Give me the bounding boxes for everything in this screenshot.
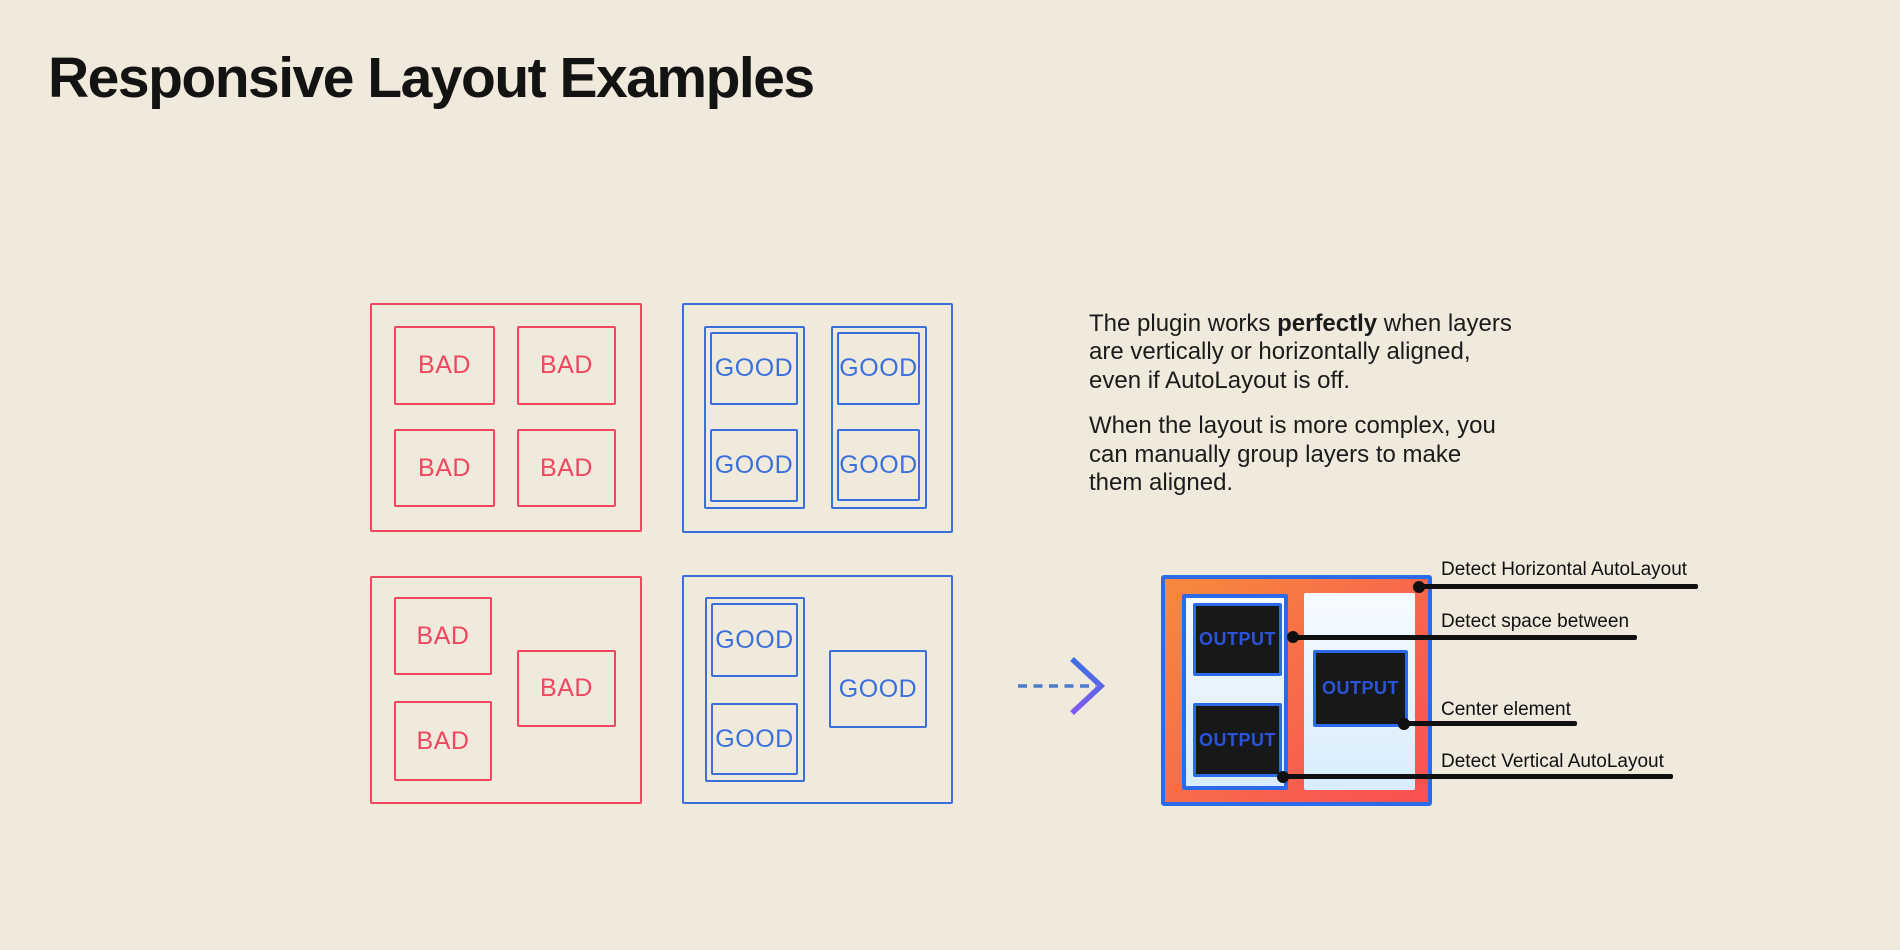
good-box: GOOD xyxy=(837,429,920,501)
description-p1-bold: perfectly xyxy=(1277,310,1378,337)
annotation-dot xyxy=(1413,581,1425,593)
output-box: OUTPUT xyxy=(1193,603,1282,676)
good-box: GOOD xyxy=(829,650,927,728)
good-group: GOOD GOOD xyxy=(704,326,805,509)
bad-box: BAD xyxy=(394,701,492,781)
bad-box: BAD xyxy=(517,429,616,507)
flow-arrow-icon xyxy=(1018,656,1106,716)
annotation-line xyxy=(1419,584,1698,589)
bad-box: BAD xyxy=(394,326,495,405)
annotation-detect-vertical-autolayout: Detect Vertical AutoLayout xyxy=(1441,751,1664,772)
example-good-grid: GOOD GOOD GOOD GOOD xyxy=(682,303,953,533)
annotation-line xyxy=(1283,774,1673,779)
good-group: GOOD GOOD xyxy=(705,597,805,782)
annotation-detect-horizontal-autolayout: Detect Horizontal AutoLayout xyxy=(1441,559,1688,580)
annotation-line xyxy=(1293,635,1637,640)
example-bad-free: BAD BAD BAD xyxy=(370,576,642,804)
description-paragraph-1: The plugin works perfectly when layers a… xyxy=(1089,310,1521,395)
output-result-frame: OUTPUT OUTPUT OUTPUT xyxy=(1161,575,1432,806)
good-box: GOOD xyxy=(711,603,798,677)
page-title: Responsive Layout Examples xyxy=(48,46,815,110)
good-box: GOOD xyxy=(710,429,798,502)
annotation-detect-space-between: Detect space between xyxy=(1441,611,1630,632)
bad-box: BAD xyxy=(517,326,616,405)
output-box: OUTPUT xyxy=(1313,650,1408,727)
annotation-center-element: Center element xyxy=(1441,699,1571,720)
example-bad-grid: BAD BAD BAD BAD xyxy=(370,303,642,532)
description-text: The plugin works perfectly when layers a… xyxy=(1089,310,1521,497)
annotation-line xyxy=(1404,721,1577,726)
annotation-dot xyxy=(1277,771,1289,783)
good-box: GOOD xyxy=(837,332,920,405)
output-box: OUTPUT xyxy=(1193,703,1282,777)
good-group: GOOD GOOD xyxy=(831,326,927,509)
good-box: GOOD xyxy=(711,703,798,775)
example-good-free: GOOD GOOD GOOD xyxy=(682,575,953,804)
bad-box: BAD xyxy=(394,597,492,675)
good-box: GOOD xyxy=(710,332,798,405)
annotation-dot xyxy=(1287,631,1299,643)
annotation-dot xyxy=(1398,718,1410,730)
description-p1-after: when layers are vertically or horizontal… xyxy=(1089,310,1512,394)
bad-box: BAD xyxy=(517,650,616,727)
bad-box: BAD xyxy=(394,429,495,507)
description-paragraph-2: When the layout is more complex, you can… xyxy=(1089,412,1496,497)
description-p1-before: The plugin works xyxy=(1089,310,1278,337)
